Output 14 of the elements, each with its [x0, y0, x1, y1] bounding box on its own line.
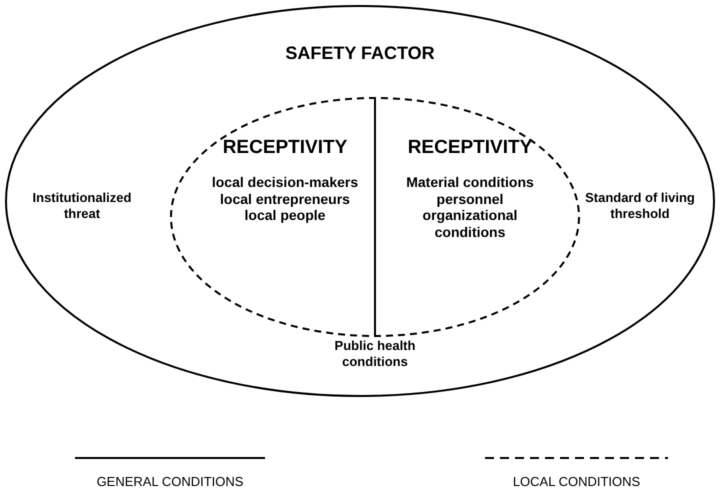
- legend-label: GENERAL CONDITIONS: [96, 474, 244, 489]
- legend-label: LOCAL CONDITIONS: [512, 474, 642, 489]
- list-item: local people: [244, 207, 326, 224]
- list-item: Material conditions: [405, 174, 535, 191]
- heading-text: RECEPTIVITY: [406, 137, 534, 160]
- list-item: local decision-makers: [210, 174, 360, 191]
- annotation-text: Public health conditions: [334, 338, 416, 370]
- list-item: organizational conditions: [422, 207, 518, 241]
- heading-text: SAFETY FACTOR: [284, 43, 436, 65]
- heading-text: RECEPTIVITY: [222, 137, 348, 160]
- annotation-text: Standard of living threshold: [584, 190, 696, 222]
- annotation-text: Institutionalized threat: [32, 190, 132, 222]
- list-item: local entrepreneurs: [219, 190, 351, 208]
- list-item: personnel: [436, 190, 504, 208]
